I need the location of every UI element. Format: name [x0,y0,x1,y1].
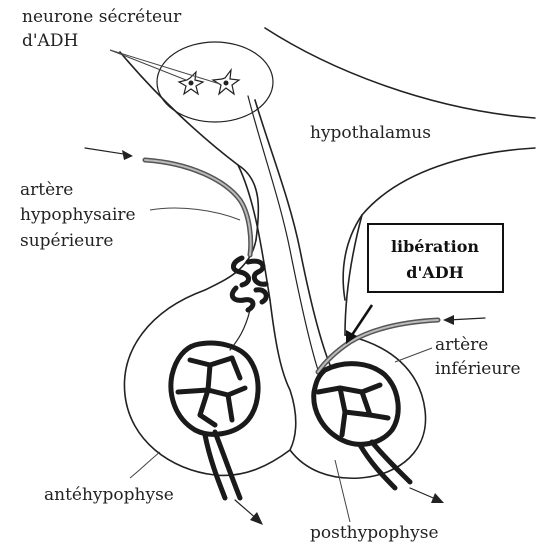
neuron-cell-body-2 [213,70,239,94]
posthypophyse-leader [335,460,350,522]
label-antehypophyse: antéhypophyse [44,485,174,505]
label-artere-inf-line2: inférieure [435,359,521,379]
inferior-arrow-head [443,315,454,325]
posterior-capillary-network [314,364,398,445]
superior-artery-lumen [145,160,251,255]
label-liberation-line1: libération [391,237,479,256]
label-neurone-line2: d'ADH [22,31,78,51]
label-hypothalamus: hypothalamus [310,123,431,143]
posthypophyse-outline [270,300,296,450]
label-neurone-line1: neurone sécréteur [22,7,182,27]
label-liberation-line2: d'ADH [406,263,464,282]
label-artere-sup-line2: hypophysaire [20,205,136,225]
label-artere-sup-line1: artère [20,180,73,200]
neurone-leader-1 [110,50,186,80]
hypothalamus-outline-right [265,28,535,118]
superior-artery-vessel [145,160,251,255]
artere-inf-leader [395,348,432,362]
artere-sup-leader [150,208,240,220]
neurone-leader-2 [110,50,220,84]
anterior-capillary-network [171,343,258,434]
portal-vessel [230,310,250,350]
posthypophyse-outline-right [290,335,426,478]
label-posthypophyse: posthypophyse [310,523,439,543]
antehypophyse-leader [130,452,160,478]
stalk-right-wall [345,215,362,335]
label-artere-sup-line3: supérieure [20,231,113,251]
label-artere-inf-line1: artère [435,335,488,355]
primary-capillary-plexus [232,258,266,310]
superior-arrow-head [122,150,133,160]
